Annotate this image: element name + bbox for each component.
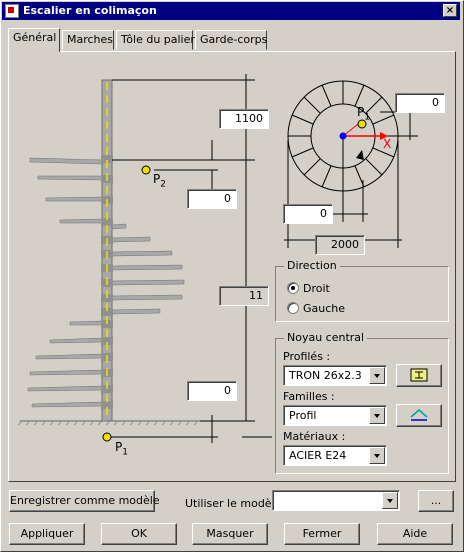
center-point-icon — [339, 132, 347, 140]
tab-general[interactable]: Général — [8, 28, 60, 52]
apply-button[interactable]: Appliquer — [9, 523, 85, 545]
plan-p1-label-sub: 1 — [364, 112, 370, 123]
chevron-down-icon[interactable] — [369, 367, 385, 384]
p1-label: P1 — [115, 440, 128, 457]
save-as-model-button[interactable]: Enregistrer comme modèle — [9, 490, 160, 512]
p1-offset-input[interactable]: 0 — [187, 381, 237, 401]
p2-point-icon — [141, 165, 151, 175]
direction-group: Direction — [275, 259, 449, 322]
chevron-down-icon[interactable] — [369, 447, 385, 464]
p2-label: P2 — [153, 172, 166, 189]
materials-label: Matériaux : — [283, 430, 346, 443]
noyau-central-group: Noyau central — [275, 331, 449, 474]
tab-tole-du-palier[interactable]: Tôle du palier — [116, 30, 195, 50]
direction-gauche-label[interactable]: Gauche — [303, 302, 346, 315]
family-roof-icon — [410, 409, 428, 421]
help-button[interactable]: Aide — [377, 523, 453, 545]
ok-button[interactable]: OK — [101, 523, 177, 545]
direction-droit-label[interactable]: Droit — [303, 282, 330, 295]
x-axis-label: X — [383, 137, 392, 151]
direction-gauche-radio[interactable] — [287, 302, 299, 314]
close-window-button[interactable]: × — [443, 4, 457, 17]
browse-model-button[interactable]: ... — [418, 490, 454, 512]
tab-garde-corps[interactable]: Garde-corps — [195, 30, 267, 50]
p1-label-sub: 1 — [122, 447, 128, 458]
family-select[interactable]: Profil — [283, 405, 387, 426]
family-options-button[interactable] — [396, 404, 442, 427]
plan-p1-point-icon — [357, 119, 367, 129]
noyau-central-title: Noyau central — [284, 331, 368, 344]
p1-label-text: P — [115, 440, 123, 454]
chevron-down-icon[interactable] — [369, 407, 385, 424]
plan-p1-label: P1 — [357, 105, 370, 122]
profiles-label: Profilés : — [283, 350, 331, 363]
angle-input[interactable]: 0 — [395, 93, 445, 113]
p2-label-text: P — [153, 172, 161, 186]
material-select[interactable]: ACIER E24 — [283, 445, 387, 466]
chevron-down-icon[interactable] — [382, 492, 398, 509]
material-value: ACIER E24 — [289, 449, 347, 462]
diameter-field: 2000 — [315, 235, 365, 255]
start-offset-input[interactable]: 0 — [283, 204, 333, 224]
families-label: Familles : — [283, 390, 335, 403]
p2-offset-input[interactable]: 0 — [187, 189, 237, 209]
profile-select[interactable]: TRON 26x2.3 — [283, 365, 387, 386]
window-title: Escalier en colimaçon — [23, 4, 157, 17]
height-input[interactable]: 1100 — [219, 109, 269, 129]
profile-catalog-icon — [410, 368, 428, 382]
family-value: Profil — [289, 409, 317, 422]
direction-title: Direction — [284, 259, 340, 272]
title-bar[interactable]: Escalier en colimaçon × — [2, 2, 460, 20]
steps-count-field: 11 — [219, 286, 269, 306]
p1-point-icon — [102, 432, 112, 442]
p2-label-sub: 2 — [160, 179, 166, 190]
app-icon — [5, 4, 19, 18]
use-model-label: Utiliser le modèle — [185, 497, 282, 510]
plan-p1-label-text: P — [357, 105, 365, 119]
direction-droit-radio[interactable] — [287, 282, 299, 294]
profile-catalog-button[interactable] — [396, 364, 442, 387]
model-select[interactable] — [272, 490, 400, 511]
profile-value: TRON 26x2.3 — [289, 369, 362, 382]
tab-marches[interactable]: Marches — [62, 30, 114, 50]
close-button[interactable]: Fermer — [284, 523, 360, 545]
hide-button[interactable]: Masquer — [192, 523, 268, 545]
